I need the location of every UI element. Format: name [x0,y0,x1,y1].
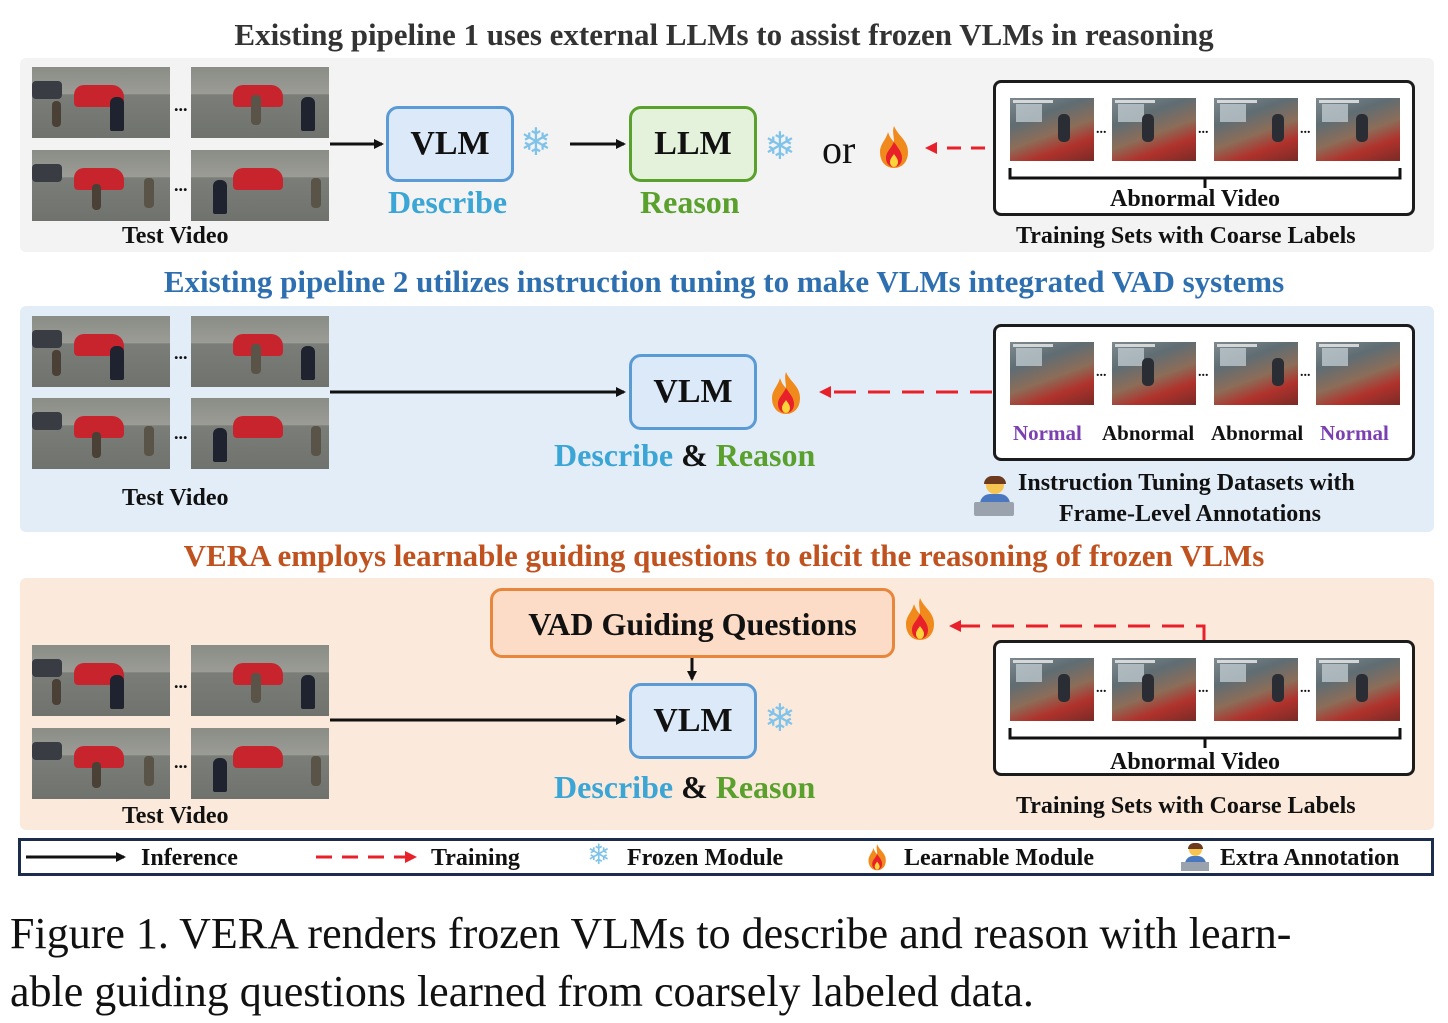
panel3-title: VERA employs learnable guiding questions… [183,538,1265,573]
fire-icon [772,372,800,414]
ellipsis: ... [174,175,188,195]
ampersand: & [681,769,708,805]
dataset-video-frame [1214,342,1298,405]
snowflake-icon: ❄ [520,122,552,164]
training-sets-label: Training Sets with Coarse Labels [1016,793,1356,819]
reason-label: Reason [640,184,740,220]
test-video-frame [191,398,329,469]
ellipsis: ... [174,343,188,363]
test-video-frame [191,728,329,799]
test-video-frame [191,150,329,221]
ellipsis: ... [1096,681,1107,696]
dataset-title-line2: Frame-Level Annotations [1059,501,1321,527]
legend-extra-label: Extra Annotation [1220,845,1400,871]
snowflake-icon: ❄ [764,126,796,168]
dataset-video-frame [1112,342,1196,405]
abnormal-video-frame [1112,658,1196,721]
frame-label-normal: Normal [1320,421,1389,445]
describe-label: Describe [554,437,674,473]
test-video-frame [32,645,170,716]
describe-label: Describe [554,769,674,805]
bracket [1008,168,1402,180]
describe-reason-label: Describe & Reason [554,437,815,474]
test-video-frame [191,316,329,387]
test-video-label: Test Video [122,223,229,249]
figure-caption-line2: able guiding questions learned from coar… [10,967,1034,1016]
guiding-questions-label: VAD Guiding Questions [528,606,857,642]
abnormal-video-frame [1010,98,1094,161]
vlm-label: VLM [653,702,733,739]
dataset-video-frame [1316,342,1400,405]
ellipsis: ... [1096,122,1107,137]
abnormal-video-frame [1316,98,1400,161]
ellipsis: ... [1300,681,1311,696]
fire-icon [868,844,886,871]
panel1-title: Existing pipeline 1 uses external LLMs t… [234,17,1214,52]
test-video-frame [32,316,170,387]
llm-label: LLM [654,125,732,162]
panel2-title: Existing pipeline 2 utilizes instruction… [163,264,1285,299]
annotator-icon [974,476,1014,516]
test-video-frame [191,67,329,138]
ellipsis: ... [174,672,188,692]
test-video-frame [32,150,170,221]
annotator-icon [1181,843,1209,871]
guiding-questions-box: VAD Guiding Questions [490,588,895,658]
bracket [1008,728,1402,740]
frame-label-abnormal: Abnormal [1211,421,1304,445]
ellipsis: ... [1096,365,1107,380]
describe-label: Describe [388,184,508,220]
vlm-box: VLM [386,106,514,182]
test-video-frame [32,67,170,138]
or-label: or [822,127,856,172]
abnormal-video-frame [1316,658,1400,721]
ellipsis: ... [174,423,188,443]
test-video-frame [191,645,329,716]
training-arrow [949,620,1206,640]
legend-training-label: Training [431,845,520,871]
vlm-label: VLM [653,373,733,410]
abnormal-video-frame [1214,98,1298,161]
legend-inference-label: Inference [141,845,238,871]
llm-box: LLM [629,106,757,182]
ellipsis: ... [1198,122,1209,137]
snowflake-icon: ❄ [587,840,611,871]
abnormal-video-label: Abnormal Video [1110,749,1281,775]
ellipsis: ... [1198,365,1209,380]
describe-reason-label: Describe & Reason [554,769,815,806]
ellipsis: ... [174,95,188,115]
abnormal-video-frame [1010,658,1094,721]
ellipsis: ... [174,752,188,772]
dataset-video-frame [1010,342,1094,405]
fire-icon [880,126,908,168]
legend-frozen-label: Frozen Module [627,845,784,871]
vlm-label: VLM [410,125,490,162]
dataset-title-line1: Instruction Tuning Datasets with [1018,470,1355,496]
abnormal-video-frame [1214,658,1298,721]
vlm-box: VLM [629,354,757,430]
training-sets-label: Training Sets with Coarse Labels [1016,223,1356,249]
test-video-frame [32,728,170,799]
ellipsis: ... [1300,122,1311,137]
figure-caption-line1: Figure 1. VERA renders frozen VLMs to de… [10,909,1292,958]
test-video-frame [32,398,170,469]
vlm-box: VLM [629,683,757,759]
fire-icon [906,598,934,640]
reason-label: Reason [715,437,816,473]
ampersand: & [681,437,708,473]
test-video-label: Test Video [122,485,229,511]
snowflake-icon: ❄ [764,698,796,740]
abnormal-video-label: Abnormal Video [1110,186,1281,212]
frame-label-normal: Normal [1013,421,1082,445]
ellipsis: ... [1300,365,1311,380]
frame-label-abnormal: Abnormal [1102,421,1195,445]
reason-label: Reason [715,769,816,805]
ellipsis: ... [1198,681,1209,696]
abnormal-video-frame [1112,98,1196,161]
test-video-label: Test Video [122,803,229,829]
legend-learnable-label: Learnable Module [904,845,1094,871]
